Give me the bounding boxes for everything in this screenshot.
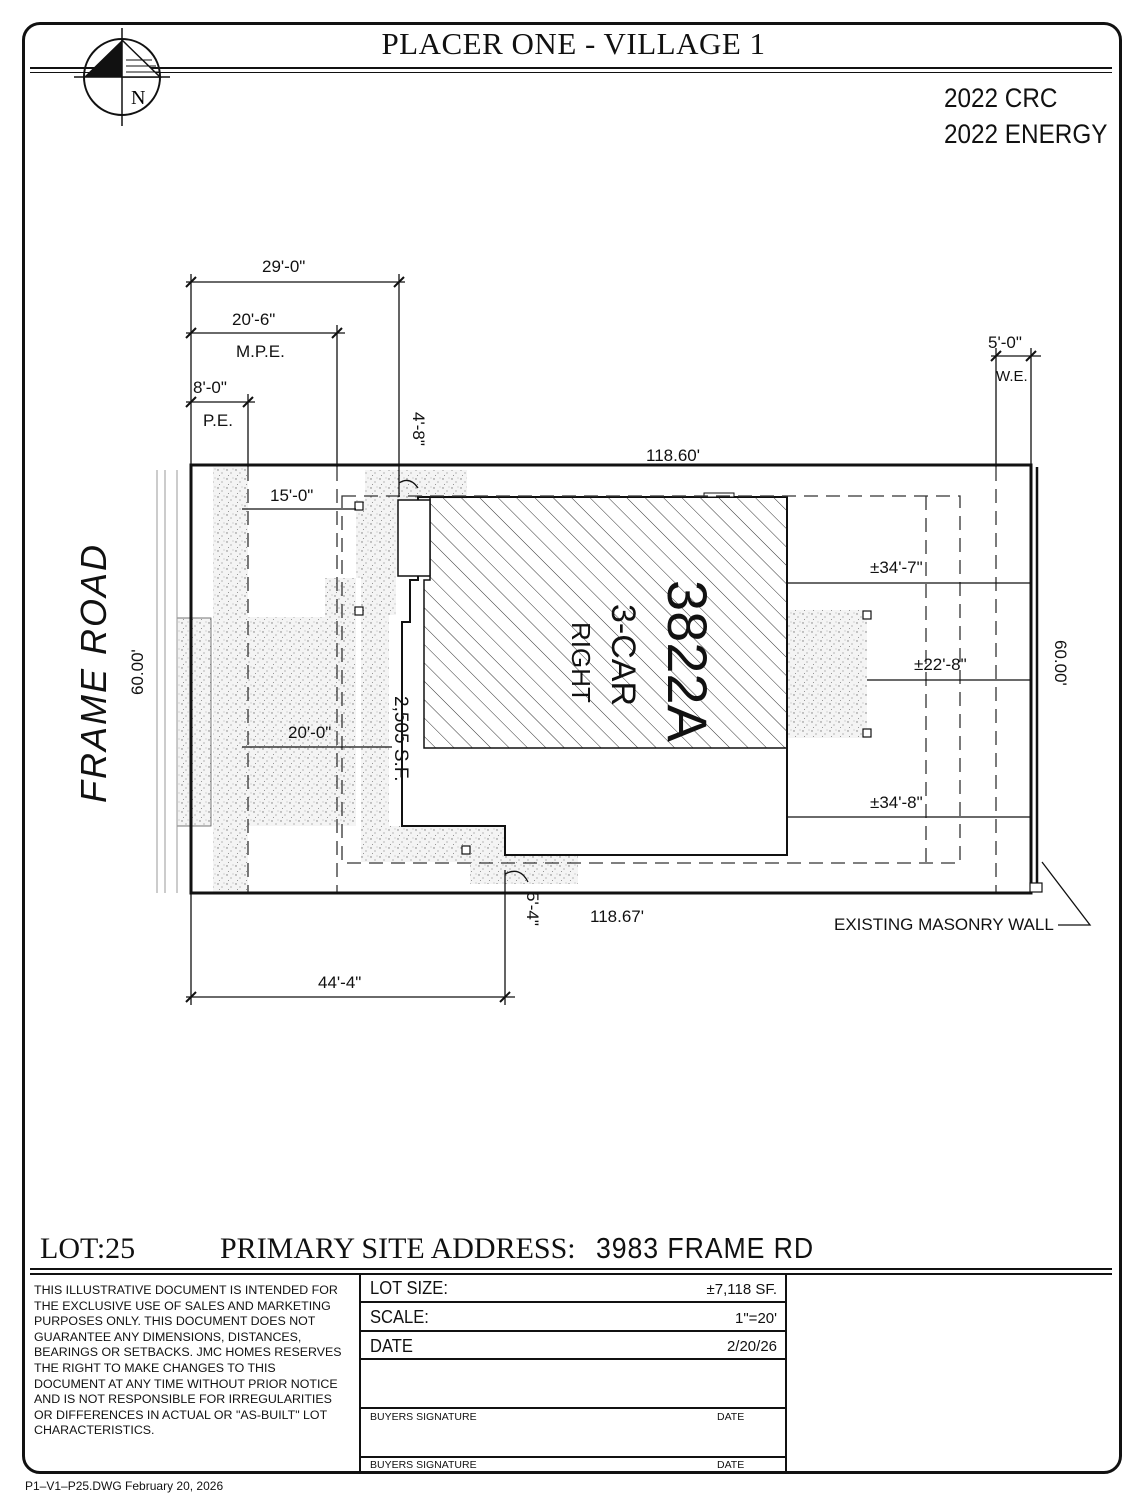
street-name: FRAME ROAD [73, 543, 114, 803]
house-area: 2,505 S.F. [390, 696, 411, 782]
dim-4-8: 4'-8" [409, 412, 428, 446]
lot-number: LOT:25 [40, 1232, 136, 1265]
title-rule-thin [30, 72, 1112, 73]
row-blank [361, 1360, 785, 1409]
dim-15: 15'-0" [270, 486, 313, 505]
project-title: PLACER ONE - VILLAGE 1 [381, 26, 766, 61]
dim-5-0: 5'-0" [988, 333, 1022, 352]
dim-22-8: ±22'-8" [914, 655, 967, 674]
dim-20: 20'-0" [288, 723, 331, 742]
lot-dim-top: 118.60' [646, 446, 700, 465]
walkway [325, 470, 578, 884]
dim-34-8: ±34'-8" [870, 793, 923, 812]
code-energy: 2022 ENERGY [944, 119, 1108, 149]
lot-dim-right: 60.00' [1051, 640, 1070, 686]
file-name: P1–V1–P25.DWG February 20, 2026 [25, 1479, 224, 1493]
footer-rule [30, 1268, 1112, 1270]
dim-5-4: 5'-4" [523, 892, 542, 926]
row-signature-1[interactable]: BUYERS SIGNATURE DATE [361, 1409, 785, 1458]
dim-we: W.E. [996, 368, 1028, 385]
lot-size-label: LOT SIZE: [370, 1278, 448, 1298]
dim-pe: P.E. [203, 411, 233, 430]
title-rule [30, 67, 1112, 69]
building-codes: 2022 CRC 2022 ENERGY [944, 80, 1107, 152]
dim-44-4: 44'-4" [318, 973, 361, 992]
footer-rule-2 [30, 1273, 1112, 1275]
dim-29: 29'-0" [262, 257, 305, 276]
sheet-border [22, 22, 1122, 1474]
signature-date-label-2: DATE [717, 1459, 745, 1471]
code-crc: 2022 CRC [944, 83, 1058, 113]
front-porch [397, 499, 431, 577]
address-value: 3983 FRAME RD [596, 1233, 815, 1265]
date-value: 2/20/26 [726, 1338, 777, 1355]
sidewalk [213, 467, 248, 893]
plan-hand: RIGHT [566, 622, 596, 703]
lot-boundary [189, 463, 1033, 895]
driveway [248, 617, 356, 826]
dim-20-6: 20'-6" [232, 310, 275, 329]
north-arrow-icon: N [74, 28, 170, 126]
row-scale: SCALE: 1"=20' [361, 1303, 785, 1332]
address-label: PRIMARY SITE ADDRESS: [220, 1232, 576, 1265]
buyers-signature-label-2: BUYERS SIGNATURE [370, 1459, 477, 1471]
date-label: DATE [370, 1336, 413, 1356]
scale-value: 1"=20' [735, 1310, 777, 1327]
north-label: N [131, 87, 145, 109]
lot-dim-left: 60.00' [128, 649, 147, 695]
site-plan: N [73, 28, 1092, 1005]
wall-note: EXISTING MASONRY WALL [834, 915, 1054, 934]
lot-size-value: ±7,118 SF. [706, 1281, 778, 1298]
dim-mpe: M.P.E. [236, 342, 285, 361]
dim-8: 8'-0" [193, 378, 227, 397]
lot-dim-bottom: 118.67' [590, 907, 644, 926]
scale-label: SCALE: [370, 1307, 429, 1327]
curb-apron [176, 617, 212, 827]
house-hatch [423, 496, 788, 749]
row-lot-size: LOT SIZE: ±7,118 SF. [361, 1274, 785, 1303]
plan-name: 3822A [656, 580, 719, 743]
dim-34-7: ±34'-7" [870, 558, 923, 577]
lot-info-table: LOT SIZE: ±7,118 SF. SCALE: 1"=20' DATE … [359, 1274, 787, 1473]
rear-patio [787, 610, 867, 738]
plan-label: 3822A 3-CAR RIGHT [566, 580, 719, 743]
signature-date-label: DATE [717, 1411, 745, 1423]
buyers-signature-label: BUYERS SIGNATURE [370, 1411, 477, 1423]
plan-garage: 3-CAR [604, 604, 642, 706]
row-date: DATE 2/20/26 [361, 1332, 785, 1360]
disclaimer: THIS ILLUSTRATIVE DOCUMENT IS INTENDED F… [34, 1283, 342, 1438]
